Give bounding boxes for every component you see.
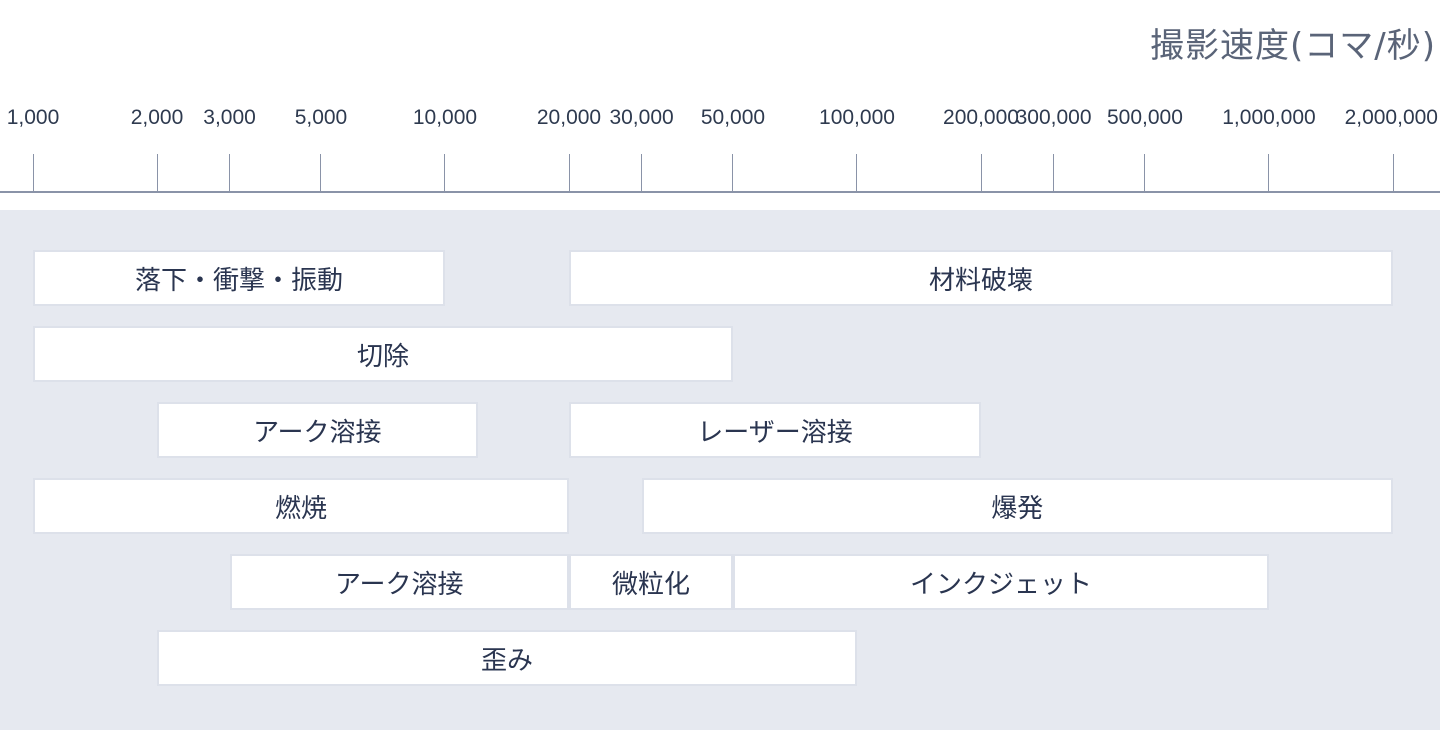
x-tick-label: 30,000 xyxy=(609,106,674,129)
range-bar: アーク溶接 xyxy=(157,402,478,458)
range-bar: レーザー溶接 xyxy=(569,402,981,458)
range-bar: 歪み xyxy=(157,630,857,686)
range-bar: 落下・衝撃・振動 xyxy=(33,250,445,306)
x-tick-mark xyxy=(156,154,158,192)
range-bar: 爆発 xyxy=(641,478,1393,534)
x-tick-mark xyxy=(229,154,231,192)
x-axis-title: 撮影速度(コマ/秒) xyxy=(1150,26,1436,66)
x-tick-mark xyxy=(732,154,734,192)
x-tick-mark xyxy=(856,154,858,192)
range-bar: 切除 xyxy=(33,326,733,382)
x-tick-label: 100,000 xyxy=(819,106,895,129)
x-tick-label: 2,000 xyxy=(130,106,184,129)
range-bar: 材料破壊 xyxy=(569,250,1393,306)
x-tick-mark xyxy=(1053,154,1055,192)
x-tick-label: 50,000 xyxy=(700,106,766,129)
application-panel: 落下・衝撃・振動材料破壊切除アーク溶接レーザー溶接燃焼爆発アーク溶接微粒化インク… xyxy=(0,210,1440,730)
x-tick-mark xyxy=(320,154,322,192)
range-bar: 微粒化 xyxy=(569,554,733,610)
x-tick-label: 3,000 xyxy=(203,106,256,129)
x-tick-label: 1,000 xyxy=(6,106,60,129)
x-tick-label: 2,000,000 xyxy=(1344,106,1438,129)
x-tick-mark xyxy=(1268,154,1270,192)
x-tick-mark xyxy=(568,154,570,192)
x-tick-label: 300,000 xyxy=(1015,106,1092,129)
x-tick-mark xyxy=(641,154,643,192)
x-tick-label: 10,000 xyxy=(412,106,478,129)
x-tick-label: 1,000,000 xyxy=(1222,106,1316,129)
x-tick-label: 500,000 xyxy=(1106,106,1183,129)
x-tick-label: 5,000 xyxy=(294,106,348,129)
x-axis-line xyxy=(0,191,1440,193)
x-tick-mark xyxy=(1392,154,1394,192)
range-bar: 燃焼 xyxy=(33,478,569,534)
range-bar: アーク溶接 xyxy=(229,554,569,610)
x-tick-mark xyxy=(32,154,34,192)
x-tick-mark xyxy=(444,154,446,192)
x-tick-mark xyxy=(980,154,982,192)
x-tick-label: 200,000 xyxy=(943,106,1019,129)
x-tick-mark xyxy=(1144,154,1146,192)
x-tick-label: 20,000 xyxy=(536,106,602,129)
range-bar: インクジェット xyxy=(732,554,1269,610)
